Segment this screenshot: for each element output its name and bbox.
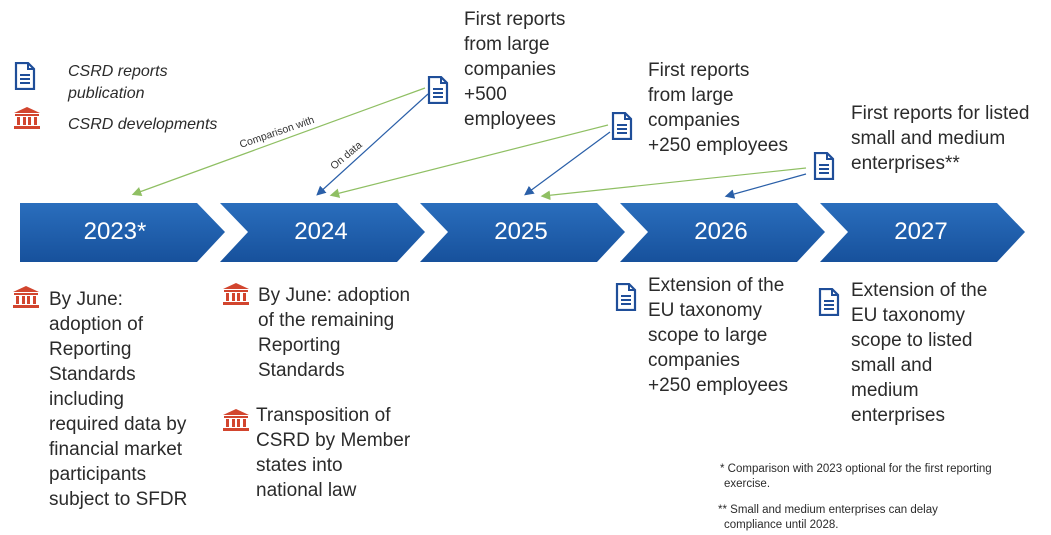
text-line: companies: [648, 110, 740, 131]
text-line: of the remaining: [258, 310, 395, 331]
text-line: +250 employees: [648, 135, 788, 156]
text-line: Standards: [49, 364, 136, 385]
year-label-2024: 2024: [294, 218, 348, 245]
document-icon: [427, 76, 449, 104]
text-line: By June: adoption: [258, 285, 411, 306]
text-line: financial market: [49, 439, 183, 460]
year-label-2026: 2026: [694, 218, 748, 245]
text-line: medium: [851, 380, 919, 401]
text-line: By June:: [49, 289, 123, 310]
text-line: +500: [464, 84, 507, 105]
text-line: Standards: [258, 360, 345, 381]
text-line: * Comparison with 2023 optional for the …: [720, 463, 992, 475]
chevron-2024: [220, 203, 425, 262]
text-line: EU taxonomy: [851, 305, 966, 326]
footnote-comparison: * Comparison with 2023 optional for the …: [720, 462, 992, 492]
chevron-2026: [620, 203, 825, 262]
institution-icon: [13, 286, 39, 308]
arrow-2027-to-2025: [540, 167, 807, 201]
text-line: including: [49, 389, 124, 410]
text-line: small and medium: [851, 128, 1006, 149]
text-line: companies: [464, 59, 556, 80]
text-line: First reports: [464, 9, 566, 30]
text-line: companies: [648, 350, 740, 371]
arrow-comparison-2023: [131, 87, 426, 197]
event-2026-reports: First reports from large companies +250 …: [648, 58, 788, 158]
text-line: +250 employees: [648, 375, 788, 396]
text-line: states into: [256, 455, 343, 476]
text-line: adoption of: [49, 314, 144, 335]
event-2024-adoption: By June: adoption of the remaining Repor…: [258, 283, 410, 383]
document-icon: [615, 283, 637, 311]
text-line: required data by: [49, 414, 187, 435]
event-2027-reports: First reports for listed small and mediu…: [851, 101, 1029, 176]
chevron-2025: [420, 203, 625, 262]
text-line: employees: [464, 109, 556, 130]
arrow-2027-to-2026: [724, 173, 807, 199]
legend-reports-line1: CSRD reports: [68, 63, 168, 80]
text-line: ** Small and medium enterprises can dela…: [718, 504, 938, 516]
text-line: subject to SFDR: [49, 489, 188, 510]
document-icon: [611, 112, 633, 140]
text-line: Reporting: [258, 335, 341, 356]
year-label-2027: 2027: [894, 218, 948, 245]
text-line: First reports for listed: [851, 103, 1030, 124]
event-2025-reports: First reports from large companies +500 …: [464, 7, 565, 132]
arrow-ondata-2024: [316, 93, 429, 196]
legend-reports-label: CSRD reports publication: [68, 61, 168, 105]
event-2024-transposition: Transposition of CSRD by Member states i…: [256, 403, 410, 503]
text-line: from large: [464, 34, 550, 55]
event-2026-taxonomy: Extension of the EU taxonomy scope to la…: [648, 273, 788, 398]
institution-icon: [223, 409, 249, 431]
text-line: exercise.: [724, 478, 771, 490]
text-line: small and: [851, 355, 933, 376]
arrow-2026-to-2024: [329, 124, 609, 198]
document-icon: [813, 152, 835, 180]
text-line: CSRD by Member: [256, 430, 411, 451]
text-line: compliance until 2028.: [724, 519, 839, 531]
institution-icon: [223, 283, 249, 305]
year-label-2025: 2025: [494, 218, 548, 245]
year-label-2023: 2023*: [83, 218, 147, 245]
event-2027-taxonomy: Extension of the EU taxonomy scope to li…: [851, 278, 987, 428]
text-line: scope to listed: [851, 330, 973, 351]
text-line: national law: [256, 480, 357, 501]
text-line: Reporting: [49, 339, 132, 360]
document-icon: [818, 288, 840, 316]
text-line: First reports: [648, 60, 750, 81]
text-line: enterprises**: [851, 153, 960, 174]
text-line: Transposition of: [256, 405, 391, 426]
text-line: Extension of the: [851, 280, 988, 301]
arrow-2026-to-2025: [524, 131, 611, 196]
text-line: participants: [49, 464, 147, 485]
document-icon: [14, 62, 36, 90]
text-line: from large: [648, 85, 734, 106]
chevron-2027: [820, 203, 1025, 262]
legend-reports-line2: publication: [68, 85, 145, 102]
legend-developments-label: CSRD developments: [68, 116, 218, 133]
chevron-2023: [20, 203, 225, 262]
institution-icon: [14, 107, 40, 129]
text-line: enterprises: [851, 405, 945, 426]
footnote-sme: ** Small and medium enterprises can dela…: [718, 503, 938, 533]
arrow-label-on-data: On data: [328, 139, 364, 172]
text-line: scope to large: [648, 325, 768, 346]
text-line: EU taxonomy: [648, 300, 763, 321]
text-line: Extension of the: [648, 275, 785, 296]
event-2023-adoption: By June: adoption of Reporting Standards…: [49, 287, 187, 512]
